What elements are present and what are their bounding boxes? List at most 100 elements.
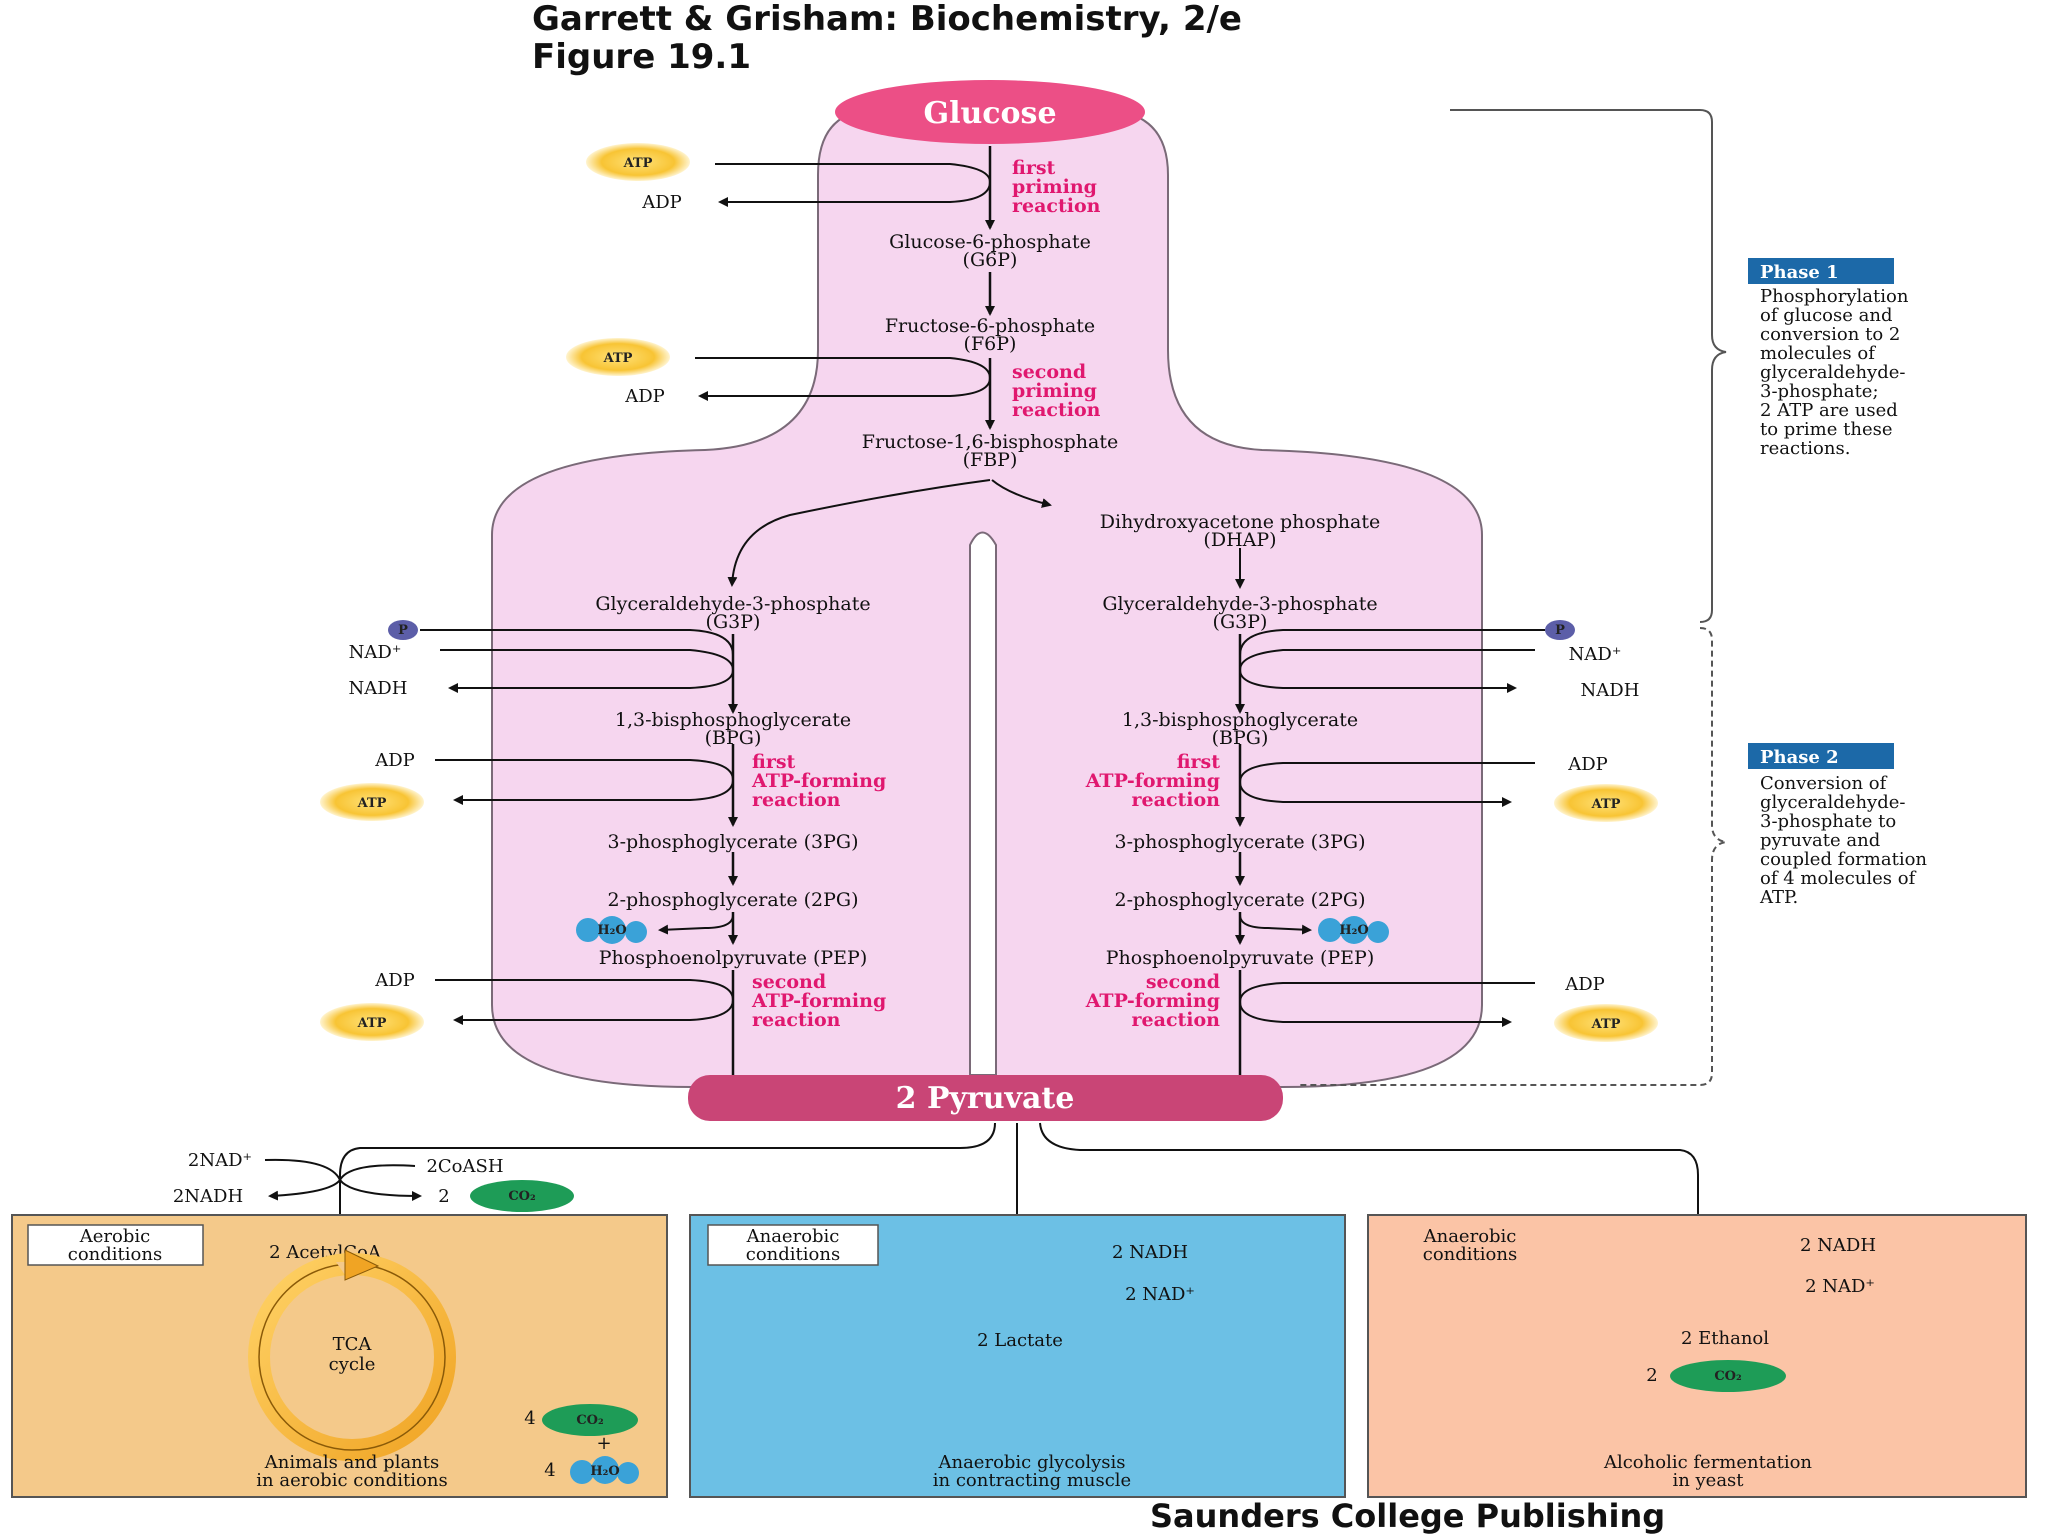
figure-number: Figure 19.1 — [532, 37, 751, 77]
bpg-abbr-right: (BPG) — [1212, 727, 1269, 749]
atp-icon — [320, 1003, 424, 1041]
second-atp-forming-right-1: second — [1146, 971, 1220, 993]
phase2-line: coupled formation — [1760, 849, 1927, 870]
lactate-caption-2: in contracting muscle — [933, 1470, 1131, 1491]
second-priming-label-1: second — [1012, 361, 1086, 383]
co2-count: 4 — [524, 1408, 535, 1429]
phase1-line: Phosphorylation — [1760, 286, 1909, 307]
phase2-brace — [1300, 627, 1727, 1086]
pep-left: Phosphoenolpyruvate (PEP) — [599, 947, 868, 969]
phase2-line: pyruvate and — [1760, 830, 1880, 851]
atp-label: ATP — [1591, 797, 1621, 812]
phase2-line: 3-phosphate to — [1760, 811, 1896, 832]
phase1-line: 2 ATP are used — [1760, 400, 1898, 421]
water-label: H₂O — [1339, 923, 1368, 938]
ethanol-condition-2: conditions — [1423, 1244, 1517, 1265]
co2-icon — [1670, 1360, 1786, 1392]
phase2-description: Conversion of glyceraldehyde- 3-phosphat… — [1759, 773, 1927, 908]
second-atp-forming-left-2: ATP-forming — [751, 990, 886, 1012]
second-priming-label-3: reaction — [1012, 399, 1101, 421]
lactate-condition-1: Anaerobic — [746, 1226, 840, 1247]
nad-label: NAD⁺ — [349, 642, 402, 663]
phase1-badge-label: Phase 1 — [1760, 262, 1839, 283]
glucose-node — [835, 80, 1145, 144]
bpg-name-left: 1,3-bisphosphoglycerate — [615, 709, 851, 731]
phase1-brace — [1450, 109, 1727, 623]
water-icon — [1318, 916, 1389, 944]
fbp-abbr: (FBP) — [963, 449, 1018, 471]
atp-icon — [320, 783, 424, 821]
phase1-line: molecules of — [1760, 343, 1876, 364]
dhap-abbr: (DHAP) — [1203, 529, 1276, 551]
2pg-right: 2-phosphoglycerate (2PG) — [1115, 889, 1366, 911]
atp-icon — [566, 338, 670, 376]
h2o-count: 4 — [544, 1460, 555, 1481]
phase1-line: conversion to 2 — [1760, 324, 1900, 345]
pathway-envelope — [491, 109, 1483, 1088]
first-priming-label-1: first — [1012, 157, 1056, 179]
phase2-badge-label: Phase 2 — [1760, 747, 1839, 768]
phase1-line: reactions. — [1760, 438, 1850, 459]
phase1-badge — [1748, 258, 1894, 284]
water-label: H₂O — [597, 923, 626, 938]
co2-count: 2 — [1646, 1365, 1657, 1386]
atp-icon — [1554, 784, 1658, 822]
second-atp-forming-right-2: ATP-forming — [1085, 990, 1220, 1012]
water-icon — [570, 1456, 639, 1484]
phosphate-label: P — [398, 623, 408, 638]
first-atp-forming-left-3: reaction — [752, 789, 841, 811]
g3p-name-right: Glyceraldehyde-3-phosphate — [1102, 593, 1377, 615]
first-atp-forming-right-1: first — [1177, 751, 1221, 773]
phase1-description: Phosphorylation of glucose and conversio… — [1760, 286, 1909, 459]
first-atp-forming-left-1: first — [752, 751, 796, 773]
co2-label: CO₂ — [508, 1189, 535, 1204]
ethanol-nadh: 2 NADH — [1800, 1235, 1876, 1256]
second-atp-forming-left-1: second — [752, 971, 826, 993]
plus-sign: + — [596, 1433, 611, 1454]
publisher-footer: Saunders College Publishing — [1150, 1497, 1666, 1535]
phase2-line: Conversion of — [1760, 773, 1888, 794]
adp-label: ADP — [624, 386, 665, 407]
adp-label: ADP — [1567, 754, 1608, 775]
fbp-name: Fructose-1,6-bisphosphate — [862, 431, 1118, 453]
pep-right: Phosphoenolpyruvate (PEP) — [1106, 947, 1375, 969]
left-branch: Glyceraldehyde-3-phosphate (G3P) P NAD⁺ … — [320, 593, 886, 1104]
adp-label: ADP — [1564, 974, 1605, 995]
ethanol-label: 2 Ethanol — [1681, 1328, 1769, 1349]
lactate-condition-2: conditions — [746, 1244, 840, 1265]
phase2-badge — [1748, 743, 1894, 769]
phase2-line: ATP. — [1759, 887, 1798, 908]
dhap-name: Dihydroxyacetone phosphate — [1100, 511, 1380, 533]
phosphate-label: P — [1555, 623, 1565, 638]
bpg-abbr-left: (BPG) — [705, 727, 762, 749]
aerobic-condition-1: Aerobic — [79, 1226, 150, 1247]
pyruvate-node — [688, 1075, 1283, 1121]
phase1-line: 3-phosphate; — [1760, 381, 1879, 402]
g6p-abbr: (G6P) — [963, 249, 1018, 271]
atp-icon — [1554, 1004, 1658, 1042]
aerobic-condition-tag — [27, 1224, 204, 1266]
bpg-name-right: 1,3-bisphosphoglycerate — [1122, 709, 1358, 731]
second-priming-label-2: priming — [1012, 380, 1097, 402]
aerobic-condition-2: conditions — [68, 1244, 162, 1265]
phase2-line: glyceraldehyde- — [1760, 792, 1905, 813]
tca-cycle-icon — [248, 1249, 456, 1461]
lactate-label: 2 Lactate — [977, 1330, 1063, 1351]
phase2-line: of 4 molecules of — [1760, 868, 1917, 889]
adp-label: ADP — [374, 970, 415, 991]
ethanol-condition-1: Anaerobic — [1423, 1226, 1517, 1247]
2pg-left: 2-phosphoglycerate (2PG) — [608, 889, 859, 911]
atp-label: ATP — [623, 156, 653, 171]
atp-label: ATP — [603, 351, 633, 366]
tca-label-1: TCA — [333, 1334, 373, 1355]
g3p-abbr-left: (G3P) — [706, 611, 761, 633]
coash-label: 2CoASH — [426, 1156, 503, 1177]
second-atp-forming-left-3: reaction — [752, 1009, 841, 1031]
tca-label-2: cycle — [329, 1354, 376, 1375]
first-atp-forming-left-2: ATP-forming — [751, 770, 886, 792]
first-atp-forming-right-2: ATP-forming — [1085, 770, 1220, 792]
ethanol-caption-1: Alcoholic fermentation — [1603, 1452, 1812, 1473]
adp-label: ADP — [641, 192, 682, 213]
phosphate-icon — [388, 620, 418, 640]
phase1-line: of glucose and — [1760, 305, 1892, 326]
